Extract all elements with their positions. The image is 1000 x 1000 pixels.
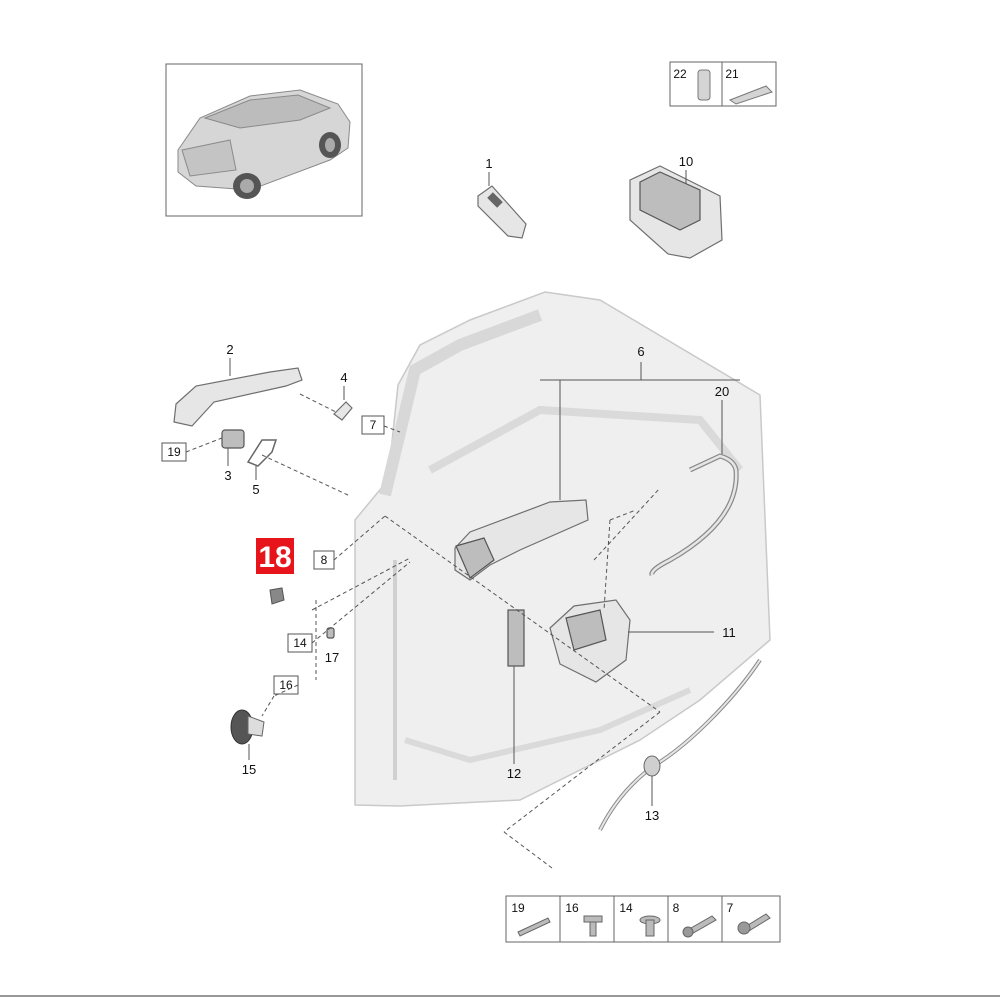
- suv-illustration: [177, 89, 351, 199]
- screw-icon-14: [639, 915, 661, 937]
- part-label-12: 12: [507, 766, 521, 781]
- part-label-1: 1: [485, 156, 492, 171]
- top-legend-label-22: 22: [673, 67, 687, 81]
- boxed-label-7: 7: [361, 415, 385, 435]
- part-label-11: 10: [679, 154, 693, 169]
- part-2-outer-handle: 2: [173, 342, 303, 427]
- boxed-label-19: 19: [161, 442, 187, 462]
- part-1-key: 1: [477, 156, 527, 239]
- part-label-13: 13: [645, 808, 659, 823]
- part-6-lock-assembly: 6: [454, 344, 740, 581]
- part-12-plate: 12: [507, 609, 525, 781]
- part-label-10: 11: [722, 625, 736, 640]
- part-label-2: 2: [226, 342, 233, 357]
- part-18-highlighted: 18: [256, 538, 294, 605]
- screw-icon-7: [737, 913, 771, 935]
- part-10-door-latch: 11: [549, 599, 736, 683]
- bottom-legend-label-8: 8: [673, 901, 680, 915]
- part-3-handle-carrier: 3: [221, 429, 245, 483]
- part-4-bracket: 4: [333, 370, 353, 421]
- screw-icon-19: [517, 917, 551, 937]
- part-15-cover: 15: [230, 709, 265, 777]
- bottom-legend-label-19: 19: [511, 901, 525, 915]
- svg-text:19: 19: [167, 445, 181, 459]
- part-label-17: 17: [325, 650, 339, 665]
- sealant-tube-icon: [728, 85, 773, 105]
- highlight-label: 18: [258, 541, 291, 574]
- grease-tube-icon: [697, 69, 711, 101]
- boxed-label-14: 14: [287, 633, 313, 653]
- top-legend-label-21: 21: [725, 67, 739, 81]
- bottom-legend-label-7: 7: [727, 901, 734, 915]
- part-label-20: 20: [715, 384, 729, 399]
- part-13-cable: 13: [598, 658, 762, 831]
- part-label-4: 4: [340, 370, 347, 385]
- part-5-gasket: 5: [246, 439, 278, 497]
- part-label-3: 3: [224, 468, 231, 483]
- svg-text:14: 14: [293, 636, 307, 650]
- dashed-leaders: [185, 393, 661, 869]
- part-label-5: 5: [252, 482, 259, 497]
- svg-text:8: 8: [321, 553, 328, 567]
- boxed-label-8: 8: [313, 550, 335, 570]
- bottom-legend-label-14: 14: [619, 901, 633, 915]
- part-11-control-unit: 10: [629, 154, 723, 259]
- part-label-15: 15: [242, 762, 256, 777]
- part-label-6: 6: [637, 344, 644, 359]
- door-panel: [354, 291, 771, 807]
- svg-text:16: 16: [279, 678, 293, 692]
- screw-icon-16: [583, 915, 603, 937]
- bottom-legend-label-16: 16: [565, 901, 579, 915]
- part-17-clip: 17: [325, 627, 339, 665]
- bottom-legend: 19 16 14 8 7: [505, 895, 781, 943]
- top-legend: 22 21: [669, 61, 777, 107]
- boxed-label-16: 16: [273, 675, 299, 695]
- part-20-cable: 20: [649, 384, 739, 576]
- screw-icon-8: [682, 915, 717, 938]
- svg-text:7: 7: [370, 418, 377, 432]
- vehicle-thumbnail: [165, 63, 363, 217]
- highlight-badge: [256, 538, 294, 574]
